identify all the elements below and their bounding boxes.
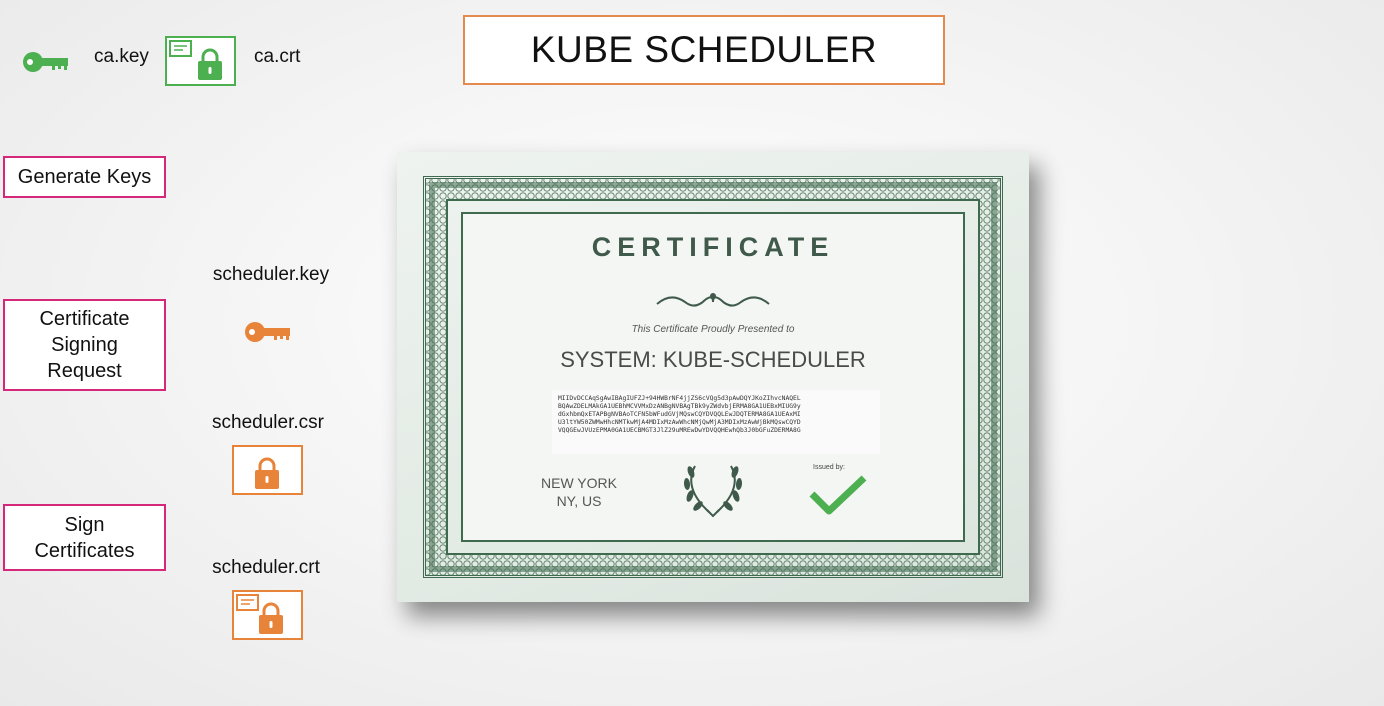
certificate-inner-panel (461, 212, 965, 542)
scheduler-csr-label: scheduler.csr (212, 412, 324, 433)
ca-certificate-icon (165, 36, 236, 86)
issued-by-label: Issued by: (813, 464, 845, 471)
csr-step: Certificate Signing Request (3, 299, 166, 391)
certificate-recipient-name: SYSTEM: KUBE-SCHEDULER (560, 347, 866, 372)
scheduler-certificate-icon (232, 590, 303, 640)
laurel-wreath-icon (683, 465, 743, 518)
certificate-heading: CERTIFICATE (591, 232, 835, 262)
checkmark-icon (809, 475, 867, 515)
location-line: NY, US (556, 493, 602, 509)
scheduler-csr-lock-icon (232, 445, 303, 495)
scheduler-crt-label: scheduler.crt (212, 557, 320, 578)
scheduler-key-icon (245, 322, 290, 342)
presented-to-text: This Certificate Proudly Presented to (631, 324, 795, 335)
generate-keys-step: Generate Keys (3, 156, 166, 198)
certificate-document: CERTIFICATE This Certificate Proudly Pre… (397, 152, 1029, 602)
flourish-ornament-icon (656, 293, 770, 307)
csr-label-line: Signing (51, 334, 118, 356)
scheduler-key-label: scheduler.key (212, 264, 330, 285)
certificate-border-pattern (425, 178, 1001, 576)
sign-certificates-step: Sign Certificates (3, 504, 166, 571)
csr-label-line: Certificate (39, 308, 130, 330)
ca-crt-label: ca.crt (254, 46, 301, 67)
csr-label-line: Request (47, 360, 122, 382)
ca-key-icon (23, 52, 68, 72)
sign-label-line: Certificates (34, 539, 135, 562)
generate-keys-label: Generate Keys (17, 166, 152, 188)
location-line: NEW YORK (541, 475, 617, 491)
ca-key-label: ca.key (94, 46, 149, 67)
sign-label-line: Sign (64, 513, 105, 536)
certificate-outer-frame (423, 176, 1003, 578)
certificate-location: NEW YORK NY, US (531, 474, 627, 510)
certificate-encoded-data: MIIDvDCCAqSgAwIBAgIUFZJ+94HWBrNF4jjZS6cV… (552, 390, 880, 454)
page-title: KUBE SCHEDULER (463, 15, 945, 85)
